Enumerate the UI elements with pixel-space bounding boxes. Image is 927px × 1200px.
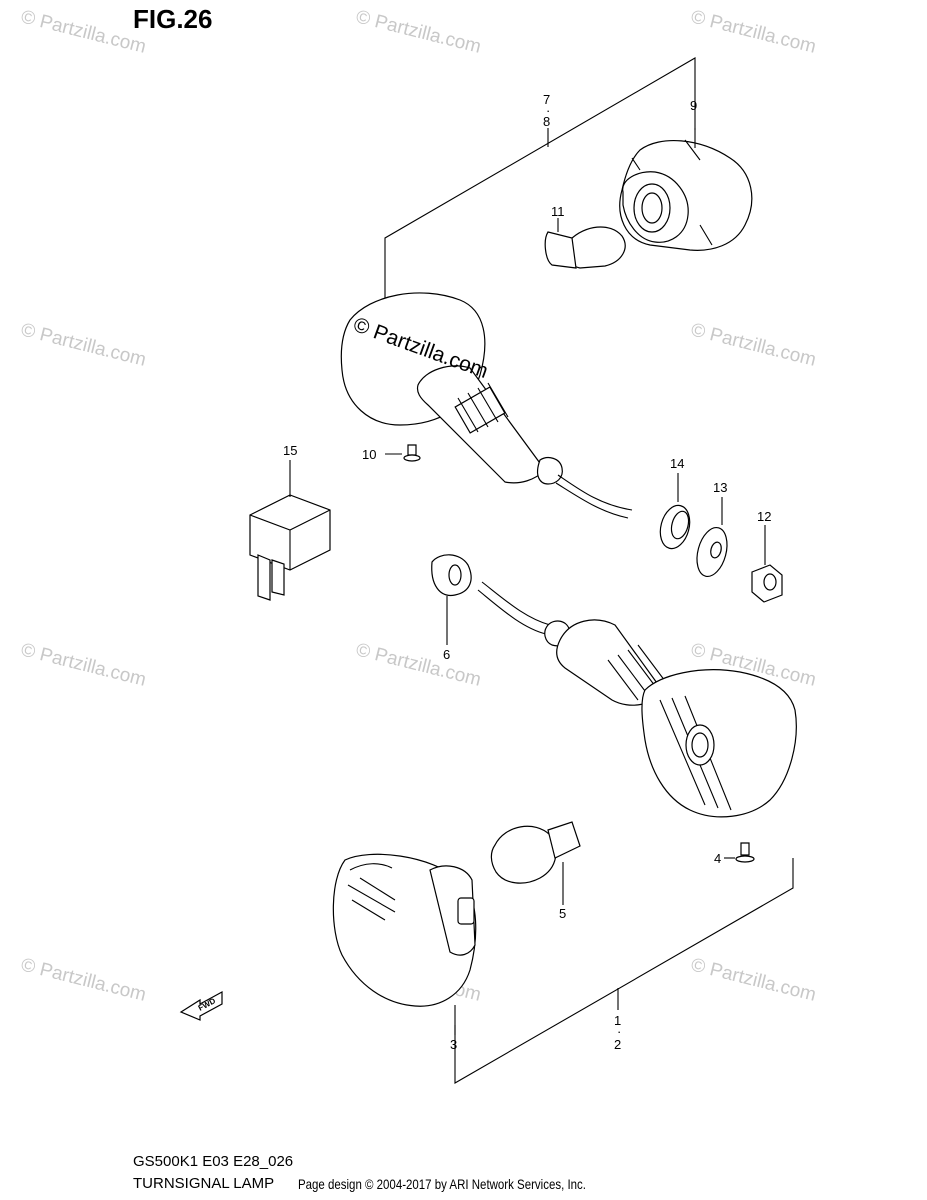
callout-labels: 7 · 8 9 11 10 15 14 13 12 6 4 5 1 · 2 3 (283, 92, 771, 1052)
copyright-notice: Page design © 2004-2017 by ARI Network S… (298, 1176, 586, 1192)
callout-4: 4 (714, 851, 721, 866)
part-lens-housing-upper (619, 128, 753, 251)
model-code: GS500K1 E03 E28_026 (133, 1153, 294, 1170)
watermark-text: © Partzilla.com (689, 6, 818, 57)
callout-2: 2 (614, 1037, 621, 1052)
watermark-text: © Partzilla.com (354, 639, 483, 690)
callout-3: 3 (450, 1037, 457, 1052)
callout-11: 11 (551, 204, 565, 219)
watermark-text: © Partzilla.com (19, 954, 148, 1005)
callout-9: 9 (690, 98, 697, 113)
callout-1: 1 (614, 1013, 621, 1028)
watermark-text: © Partzilla.com (19, 6, 148, 57)
callout-dot: · (546, 103, 550, 118)
part-turnsignal-upper (340, 292, 633, 519)
callout-dot: · (617, 1024, 621, 1039)
callout-8: 8 (543, 114, 550, 129)
part-flanged-nut (659, 473, 691, 550)
part-small-bulb (544, 218, 626, 269)
bracket-lower (454, 858, 794, 1084)
callout-5: 5 (559, 906, 566, 921)
part-relay (249, 460, 331, 601)
part-lens-lower (332, 853, 477, 1035)
watermark-text: © Partzilla.com (689, 954, 818, 1005)
part-turnsignal-lower (477, 581, 797, 818)
part-nut (751, 525, 783, 603)
figure-title: FIG.26 (133, 4, 213, 34)
section-name: TURNSIGNAL LAMP (133, 1175, 275, 1192)
callout-10: 10 (362, 447, 376, 462)
fwd-arrow-icon: FWD (179, 990, 223, 1021)
callout-6: 6 (443, 647, 450, 662)
watermark-text: © Partzilla.com (689, 319, 818, 370)
bracket-upper (384, 57, 696, 300)
watermark-text: © Partzilla.com (19, 639, 148, 690)
callout-14: 14 (670, 456, 684, 471)
callout-15: 15 (283, 443, 297, 458)
part-screw-upper (385, 444, 421, 462)
callout-12: 12 (757, 509, 771, 524)
watermark-text: © Partzilla.com (354, 6, 483, 57)
part-grommet (431, 554, 472, 645)
part-large-bulb (490, 821, 581, 905)
part-washer (696, 497, 728, 578)
callout-7: 7 (543, 92, 550, 107)
part-screw-lower (724, 842, 755, 863)
callout-13: 13 (713, 480, 727, 495)
watermark-text: © Partzilla.com (19, 319, 148, 370)
